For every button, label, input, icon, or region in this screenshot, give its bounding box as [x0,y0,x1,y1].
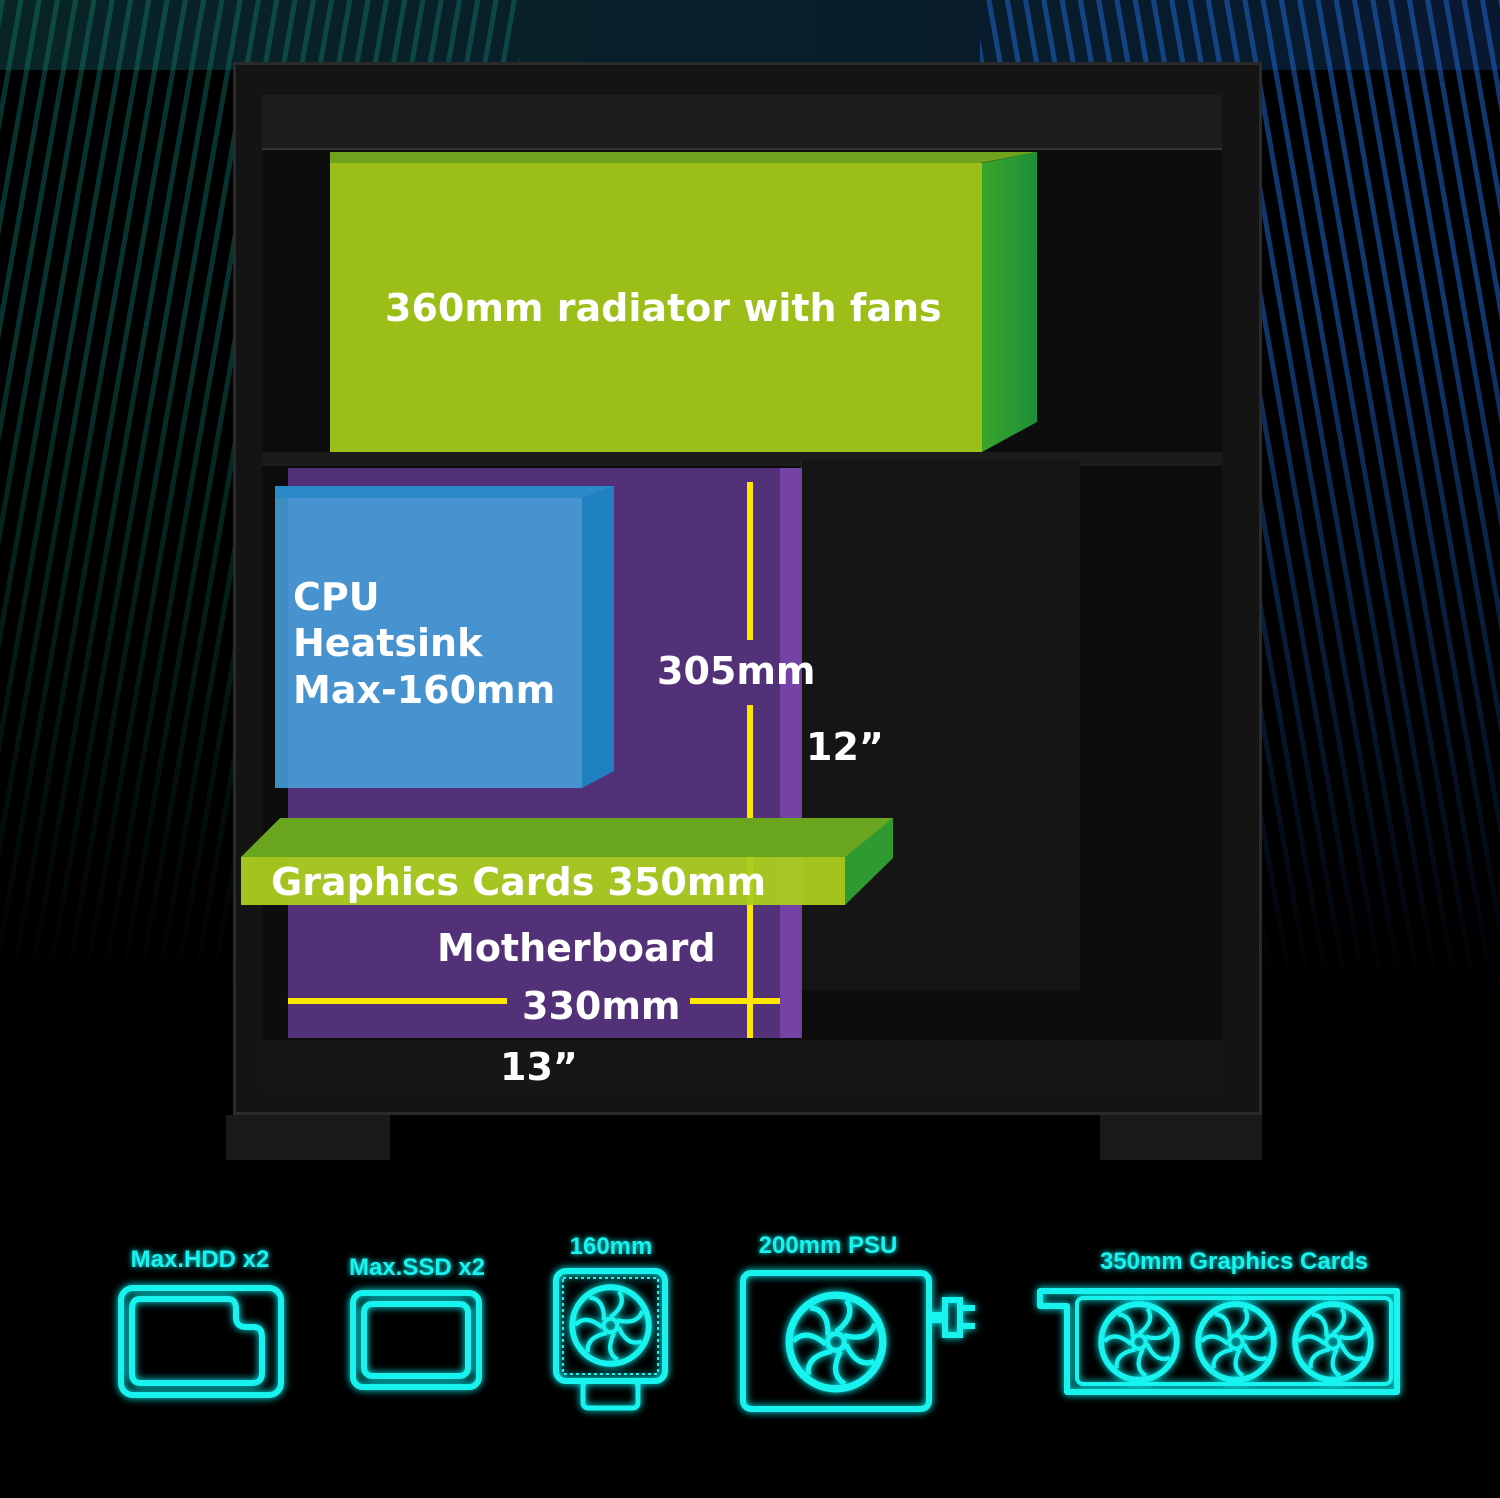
cpu-heatsink-side [582,486,614,788]
hdd-icon [118,1285,284,1398]
motherboard-label: Motherboard [437,926,716,970]
cpu-heatsink-zone [275,498,582,788]
radiator-zone [330,163,982,452]
height-dimension-line-top [747,482,753,640]
case-foot-left [226,1115,390,1160]
cooler-label: 160mm [569,1233,653,1260]
cpu-label-line2: Heatsink [293,621,483,665]
height-mm-label: 305mm [657,649,816,693]
width-dimension-line-left [288,998,507,1004]
ssd-label: Max.SSD x2 [348,1254,486,1281]
motherboard-side [780,468,802,1038]
cpu-label-line1: CPU [293,575,380,619]
psu-label: 200mm PSU [758,1232,898,1259]
cpu-heatsink-top [275,486,614,498]
psu-icon [740,1270,975,1412]
graphics-card-label: Graphics Cards 350mm [271,860,767,904]
cpu-label-line3: Max-160mm [293,668,556,712]
radiator-top [330,152,1037,163]
radiator-label: 360mm radiator with fans [385,286,942,330]
case-top-panel [262,95,1222,150]
gpu-label: 350mm Graphics Cards [1099,1248,1369,1275]
width-mm-label: 330mm [522,984,681,1028]
graphics-card-zone [241,857,845,905]
height-inch-label: 12” [806,725,884,769]
case-foot-right [1100,1115,1262,1160]
graphics-card-icon [1037,1288,1400,1395]
radiator-side [982,152,1037,452]
ssd-icon [350,1290,482,1390]
hdd-label: Max.HDD x2 [130,1246,270,1273]
cpu-cooler-icon [553,1268,668,1411]
graphics-card-top [241,818,893,857]
width-dimension-line-right [690,998,780,1004]
case-bottom-vent [262,1040,1222,1090]
width-inch-label: 13” [500,1045,578,1089]
